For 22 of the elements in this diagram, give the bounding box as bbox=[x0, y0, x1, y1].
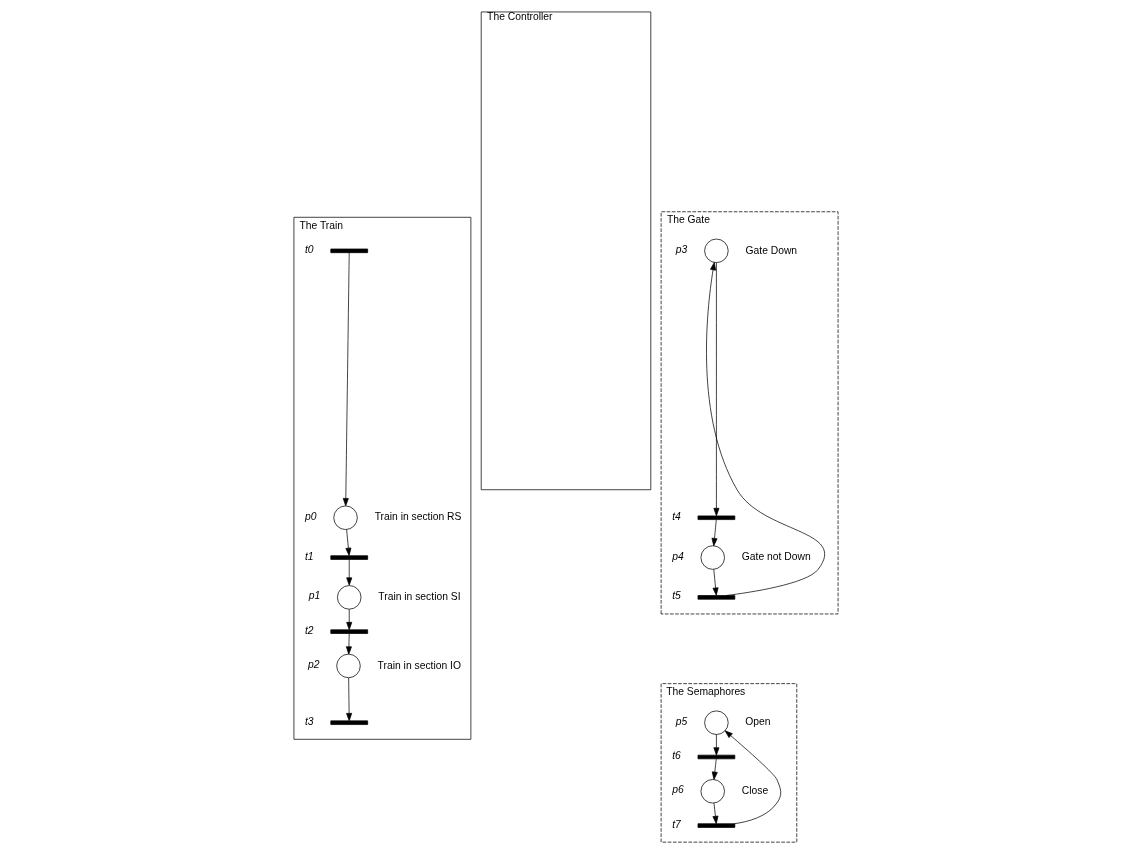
node-label: Gate Down bbox=[745, 244, 797, 256]
node-label: Train in section RS bbox=[374, 510, 461, 522]
node-label: p4 bbox=[671, 550, 684, 562]
node-label: p2 bbox=[307, 658, 319, 670]
node-label: t6 bbox=[671, 749, 681, 761]
node-label: t4 bbox=[671, 510, 681, 522]
node-label: t2 bbox=[304, 624, 314, 636]
node-label: p5 bbox=[675, 715, 687, 727]
node-label: Train in section IO bbox=[377, 659, 461, 671]
node-label: Gate not Down bbox=[741, 550, 811, 562]
node-label: p1 bbox=[308, 589, 320, 601]
node-label: t0 bbox=[304, 243, 314, 255]
node-label: t1 bbox=[304, 550, 314, 562]
node-label: p3 bbox=[675, 243, 687, 255]
node-label: t7 bbox=[671, 818, 681, 830]
node-label: t3 bbox=[304, 715, 314, 727]
node-label: Train in section SI bbox=[377, 590, 461, 602]
node-label: Open bbox=[744, 715, 770, 727]
node-label: p0 bbox=[304, 510, 316, 522]
node-label: Close bbox=[741, 784, 768, 796]
node-label: t5 bbox=[671, 589, 681, 601]
node-label: p6 bbox=[671, 783, 684, 795]
